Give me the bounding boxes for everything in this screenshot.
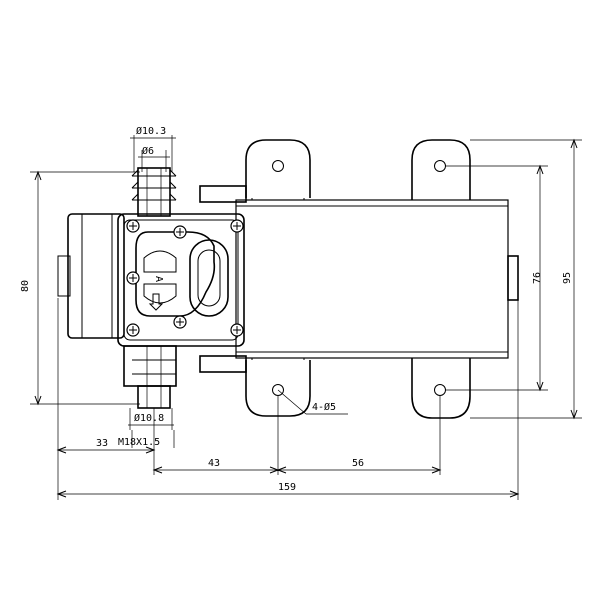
dim-hole-spacing-76: 76 bbox=[532, 272, 543, 284]
dim-inlet-outer-diameter: Ø10.3 bbox=[136, 125, 166, 137]
outlet-barb-fitting bbox=[123, 345, 177, 409]
dim-length-159: 159 bbox=[278, 482, 296, 493]
pump-marking: A bbox=[153, 276, 164, 282]
inlet-barb-fitting bbox=[131, 167, 177, 217]
dim-offset-33: 33 bbox=[96, 438, 108, 449]
dimension-lines bbox=[30, 135, 582, 500]
dim-offset-43: 43 bbox=[208, 458, 220, 469]
screw-icon bbox=[126, 271, 140, 285]
mount-hole-icon bbox=[272, 160, 284, 172]
dim-height-80: 80 bbox=[20, 280, 31, 292]
screw-icon bbox=[230, 219, 244, 233]
screw-icon bbox=[173, 315, 187, 329]
motor-body bbox=[199, 185, 519, 373]
dim-inlet-inner-diameter: Ø6 bbox=[142, 145, 154, 157]
dim-thread: M18X1.5 bbox=[118, 437, 160, 448]
mount-hole-icon bbox=[434, 160, 446, 172]
screw-icon bbox=[173, 225, 187, 239]
dim-outlet-outer-diameter: Ø10.8 bbox=[134, 412, 164, 424]
screw-icon bbox=[126, 219, 140, 233]
mount-hole-icon bbox=[434, 384, 446, 396]
screw-icon bbox=[126, 323, 140, 337]
mount-hole-icon bbox=[272, 384, 284, 396]
dim-height-95: 95 bbox=[562, 272, 573, 284]
dim-mount-holes: 4-Ø5 bbox=[312, 401, 336, 413]
pump-head: A bbox=[57, 213, 245, 347]
dim-spacing-56: 56 bbox=[352, 458, 364, 469]
screw-icon bbox=[230, 323, 244, 337]
